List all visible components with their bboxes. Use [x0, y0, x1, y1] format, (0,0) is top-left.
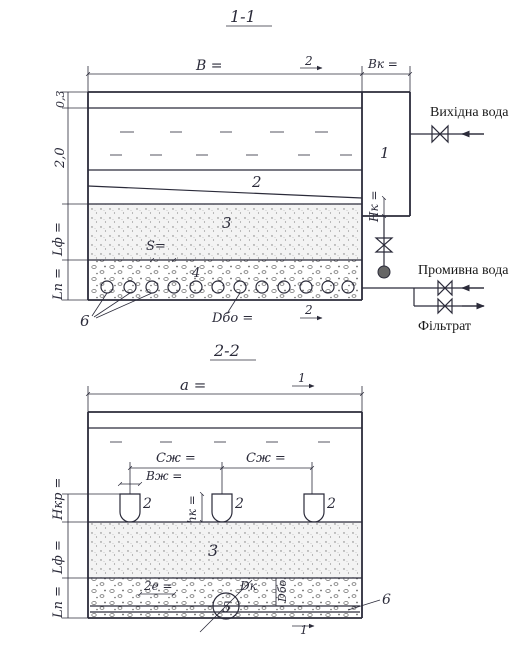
label-6: 6	[382, 592, 391, 608]
dim-Lf: Lф =	[51, 540, 66, 575]
level-0-3: 0,3	[54, 91, 67, 109]
filter-sand-dots	[89, 522, 361, 578]
section-mark-2-bottom: 2	[304, 303, 313, 317]
label-channel-1: 1	[380, 144, 390, 162]
trough-1	[119, 493, 141, 523]
dim-Ln: Lп =	[51, 586, 66, 619]
filter-sand-dots	[89, 204, 361, 260]
filtrate-valve	[437, 297, 453, 315]
drain-valve	[374, 237, 394, 253]
wash-valve	[437, 279, 453, 297]
section-1-1: 1-1 B = Bк = 2	[51, 7, 509, 334]
section-title-1-1: 1-1	[230, 7, 256, 26]
section-title-2-2: 2-2	[213, 341, 240, 360]
label-trough-2a: 2	[142, 496, 152, 512]
dim-2e-label: 2e =	[143, 579, 173, 593]
leader-Dk	[199, 579, 253, 633]
label-6: 6	[80, 312, 90, 330]
main-collector	[212, 592, 240, 620]
wash-water-label: Промивна вода	[418, 263, 509, 278]
label-media-3: 3	[222, 214, 232, 232]
trough-2	[211, 493, 233, 523]
label-trough-2c: 2	[326, 496, 336, 512]
dim-S-label: S=	[146, 239, 166, 254]
filtrate-label: Фільтрат	[418, 319, 471, 334]
dim-Lf: Lф =	[51, 222, 66, 257]
section-mark-1-top: 1	[298, 371, 306, 385]
leader-6	[91, 292, 108, 317]
dim-Cj-left-label: Cж =	[156, 451, 196, 466]
dim-Cj-right-label: Cж =	[246, 451, 286, 466]
dim-Hk-label: Hк =	[367, 191, 381, 224]
drain-funnel	[377, 265, 391, 279]
label-trough-2b: 2	[234, 496, 244, 512]
dim-Dbo-label: Dбо =	[211, 311, 253, 326]
section-2-2: 2-2 a = 1 Cж = Cж = Bж =	[51, 341, 391, 637]
label-media-3: 3	[208, 541, 218, 560]
dim-Dk-label: Dк	[239, 579, 258, 593]
label-gutter-2: 2	[251, 173, 262, 191]
leader-Dbo	[227, 292, 241, 313]
section-mark-1-bottom: 1	[300, 623, 308, 637]
dim-Bk-label: Bк =	[367, 57, 398, 71]
water-ripples	[110, 131, 352, 156]
trough-3	[303, 493, 325, 523]
gravel-layer	[89, 578, 361, 618]
dim-Dbo-label: Dбо	[276, 579, 289, 603]
dim-Ln: Lп =	[51, 268, 66, 301]
leader-6	[93, 292, 131, 318]
outlet-water-label: Вихідна вода	[430, 105, 509, 120]
leader-6	[95, 292, 153, 319]
outlet-valve	[431, 124, 449, 144]
dim-hk-label: hк =	[185, 495, 199, 524]
gravel-layer	[89, 260, 361, 300]
label-collector-5: 5	[222, 600, 231, 616]
level-2-0: 2,0	[53, 147, 68, 169]
dim-Hkp: Hкр =	[51, 478, 66, 521]
label-gravel-4: 4	[191, 266, 200, 281]
dim-a-label: a =	[180, 376, 206, 394]
gutter-bottom	[87, 185, 363, 199]
dim-Bj-label: Bж =	[145, 469, 182, 483]
section-mark-2-top: 2	[304, 54, 313, 68]
leader-6	[347, 599, 381, 611]
dim-B-label: B =	[195, 58, 222, 74]
